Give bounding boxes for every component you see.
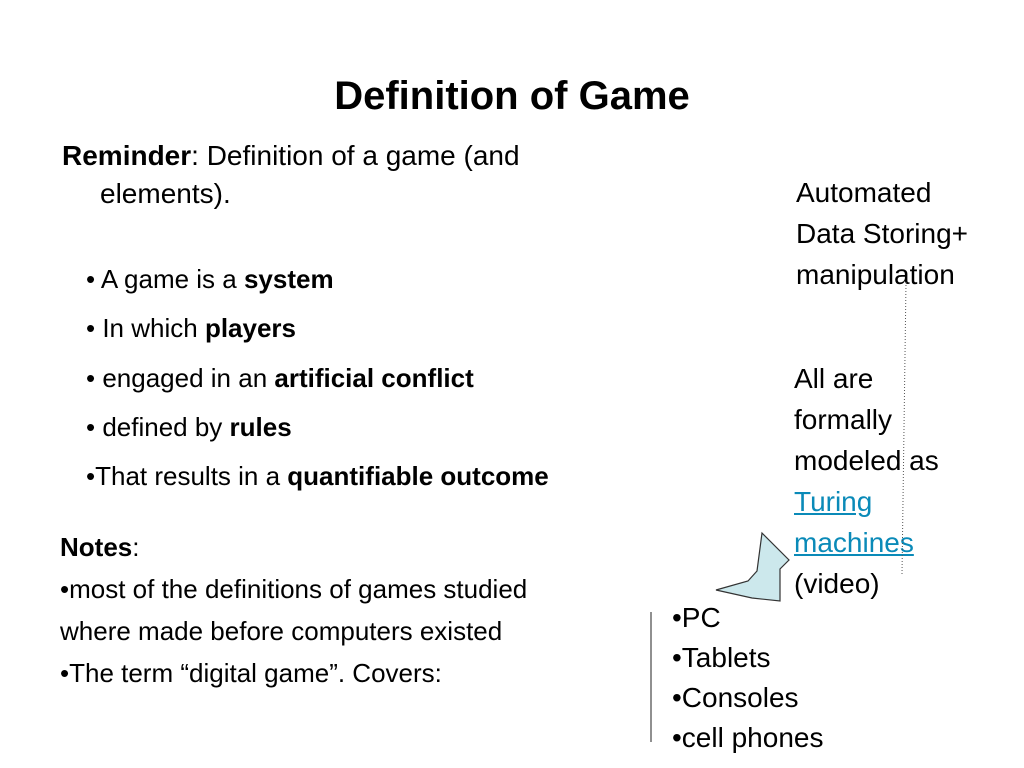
down-left-arrow-icon (715, 531, 790, 602)
bullet-item: • In which players (86, 311, 296, 345)
device-item: •PC (672, 602, 721, 633)
side-note-automated: Automated Data Storing+ manipulation (796, 172, 968, 295)
notes-colon: : (132, 532, 140, 562)
reminder-label: Reminder (62, 140, 192, 171)
bullet-bold: artificial conflict (274, 363, 474, 393)
device-list: •PC •Tablets •Consoles •cell phones (672, 598, 823, 758)
bullet-prefix: • A game is a (86, 264, 244, 294)
side-top-line: manipulation (796, 259, 955, 290)
device-item: •Tablets (672, 642, 771, 673)
side-top-line: Automated (796, 177, 932, 208)
notes-line: where made before computers existed (60, 616, 503, 646)
side-note-turing: All are formally modeled as Turing machi… (794, 358, 939, 604)
dotted-connector-line (901, 281, 907, 575)
notes-label: Notes (60, 532, 133, 562)
side-top-line: Data Storing+ (796, 218, 968, 249)
bullet-prefix: • defined by (86, 412, 230, 442)
reminder-text: Reminder: Definition of a game (and elem… (62, 137, 652, 213)
bullet-item: • defined by rules (86, 410, 292, 444)
notes-line: •The term “digital game”. Covers: (60, 658, 442, 688)
bullet-prefix: • In which (86, 313, 205, 343)
side-mid-line: modeled as (794, 445, 939, 476)
reminder-line2: elements). (100, 178, 231, 209)
bullet-item: • A game is a system (86, 262, 334, 296)
bullet-item: •That results in a quantifiable outcome (86, 459, 549, 493)
notes-section: Notes: •most of the definitions of games… (60, 526, 527, 694)
bullet-item: • engaged in an artificial conflict (86, 361, 474, 395)
slide-title: Definition of Game (334, 74, 690, 118)
bullet-prefix: •That results in a (86, 461, 288, 491)
side-mid-line: (video) (794, 568, 880, 599)
device-item: •cell phones (672, 722, 824, 753)
bullet-prefix: • engaged in an (86, 363, 275, 393)
side-mid-line: All are (794, 363, 874, 394)
side-mid-line: formally (794, 404, 893, 435)
bullet-bold: players (204, 313, 297, 343)
notes-line: •most of the definitions of games studie… (60, 574, 528, 604)
device-item: •Consoles (672, 682, 799, 713)
machines-link[interactable]: machines (794, 527, 914, 558)
turing-link[interactable]: Turing (794, 486, 873, 517)
bullet-bold: system (243, 264, 334, 294)
reminder-line1: : Definition of a game (and (191, 140, 520, 171)
bullet-bold: rules (229, 412, 292, 442)
bullet-bold: quantifiable outcome (287, 461, 549, 491)
